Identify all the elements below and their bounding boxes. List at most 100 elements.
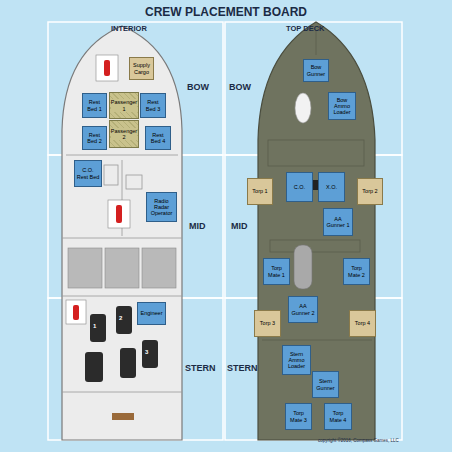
tanks — [68, 248, 176, 288]
station-label: Rest Bed 3 — [142, 99, 164, 111]
column-heading: TOP DECK — [286, 24, 324, 33]
station-text: Passenger 2 — [111, 128, 137, 140]
station-label: Bow Gunner — [305, 64, 327, 76]
crew-station-box: Engineer — [137, 302, 166, 325]
station-label: Rest Bed 4 — [147, 132, 169, 144]
crew-station-box: Stern Gunner — [312, 371, 339, 398]
crew-station-box: Torp Mate 2 — [343, 258, 370, 285]
cargo-torpedo-box: Torp 4 — [349, 310, 376, 337]
station-text: Rest Bed 2 — [84, 132, 105, 144]
engine-number: 1 — [93, 323, 96, 329]
station-text: Rest Bed 4 — [147, 132, 169, 144]
station-text: Torp 4 — [355, 320, 370, 326]
station-label: Supply Cargo — [131, 62, 152, 74]
section-label: BOW — [229, 82, 251, 92]
crew-station-box: Radio Radar Operator — [146, 192, 177, 222]
station-text: Stern Gunner — [314, 378, 337, 390]
crew-station-box: Rest Bed 3 — [140, 93, 166, 118]
passenger-box: Passenger 1 — [109, 92, 139, 119]
crew-station-box: X.O. — [318, 172, 345, 202]
station-label: Torp Mate 1 — [265, 265, 288, 277]
station-label: Torp 1 — [252, 188, 267, 194]
board-title: CREW PLACEMENT BOARD — [145, 5, 307, 19]
station-text: AA Gunner 2 — [290, 303, 316, 315]
cargo-torpedo-box: Torp 3 — [254, 310, 281, 337]
passenger-box: Passenger 2 — [109, 120, 139, 148]
rudder-box — [112, 413, 134, 420]
station-text: Torp Mate 1 — [265, 265, 288, 277]
station-text: C.O. Rest Bed — [76, 167, 100, 179]
cargo-torpedo-box: Supply Cargo — [129, 57, 154, 80]
crew-station-box: Bow Ammo Loader — [328, 92, 356, 120]
station-text: Rest Bed 1 — [84, 99, 105, 111]
station-label: Rest Bed 2 — [84, 132, 105, 144]
crew-station-box: Rest Bed 4 — [145, 126, 171, 150]
station-text: Torp 1 — [252, 188, 267, 194]
station-text: Stern Ammo Loader — [284, 351, 309, 369]
deck-details — [262, 30, 372, 340]
crew-station-box: Torp Mate 3 — [285, 403, 312, 430]
crew-station-box: C.O. Rest Bed — [74, 160, 102, 187]
station-text: Torp Mate 3 — [287, 410, 310, 422]
crew-station-box: AA Gunner 2 — [288, 296, 318, 323]
crew-station-box: Torp Mate 1 — [263, 258, 290, 285]
station-label: Bow Ammo Loader — [330, 97, 354, 115]
station-label: Rest Bed 1 — [84, 99, 105, 111]
deck-cylinder — [294, 245, 312, 289]
crew-station-box: Stern Ammo Loader — [282, 345, 311, 375]
station-text: Torp 3 — [260, 320, 275, 326]
engine-number: 3 — [145, 349, 148, 355]
station-label: Passenger 1 — [111, 99, 137, 111]
cargo-torpedo-box: Torp 1 — [247, 178, 273, 205]
section-label: MID — [189, 221, 206, 231]
station-text: Torp 2 — [362, 188, 377, 194]
station-label: Engineer — [140, 310, 162, 316]
station-label: Stern Gunner — [314, 378, 337, 390]
station-label: Torp Mate 3 — [287, 410, 310, 422]
station-text: Bow Gunner — [305, 64, 327, 76]
station-text: Supply Cargo — [131, 62, 152, 74]
station-text: AA Gunner 1 — [325, 216, 351, 228]
station-label: Torp 3 — [260, 320, 275, 326]
engine-number: 2 — [119, 315, 122, 321]
crew-station-box: C.O. — [286, 172, 313, 202]
column-heading: INTERIOR — [111, 24, 147, 33]
station-text: Passenger 1 — [111, 99, 137, 111]
crew-station-box: AA Gunner 1 — [323, 208, 353, 236]
station-text: Bow Ammo Loader — [330, 97, 354, 115]
station-text: Torp Mate 4 — [326, 410, 350, 422]
crew-station-box: Torp Mate 4 — [324, 403, 352, 430]
station-label: AA Gunner 2 — [290, 303, 316, 315]
station-label: Torp Mate 4 — [326, 410, 350, 422]
section-label: STERN — [185, 363, 216, 373]
bulkheads — [62, 155, 182, 392]
station-label: Radio Radar Operator — [148, 198, 175, 216]
station-label: Torp 2 — [362, 188, 377, 194]
station-label: Stern Ammo Loader — [284, 351, 309, 369]
life-raft — [295, 93, 311, 123]
station-label: Passenger 2 — [111, 128, 137, 140]
interior-hull — [62, 26, 182, 440]
station-label: C.O. — [294, 184, 305, 190]
crew-station-box: Bow Gunner — [303, 59, 329, 82]
section-label: MID — [231, 221, 248, 231]
station-label: Torp 4 — [355, 320, 370, 326]
station-text: C.O. — [294, 184, 305, 190]
station-text: Radio Radar Operator — [148, 198, 175, 216]
station-text: Rest Bed 3 — [142, 99, 164, 111]
section-label: BOW — [187, 82, 209, 92]
deck-hull — [258, 22, 375, 440]
station-label: Torp Mate 2 — [345, 265, 368, 277]
station-label: X.O. — [326, 184, 337, 190]
station-text: Torp Mate 2 — [345, 265, 368, 277]
station-label: AA Gunner 1 — [325, 216, 351, 228]
station-label: C.O. Rest Bed — [76, 167, 100, 179]
cargo-torpedo-box: Torp 2 — [357, 178, 383, 205]
station-text: X.O. — [326, 184, 337, 190]
copyright-note: copyright ©2016, Compass Games, LLC — [318, 438, 399, 443]
section-label: STERN — [227, 363, 258, 373]
crew-station-box: Rest Bed 1 — [82, 93, 107, 118]
